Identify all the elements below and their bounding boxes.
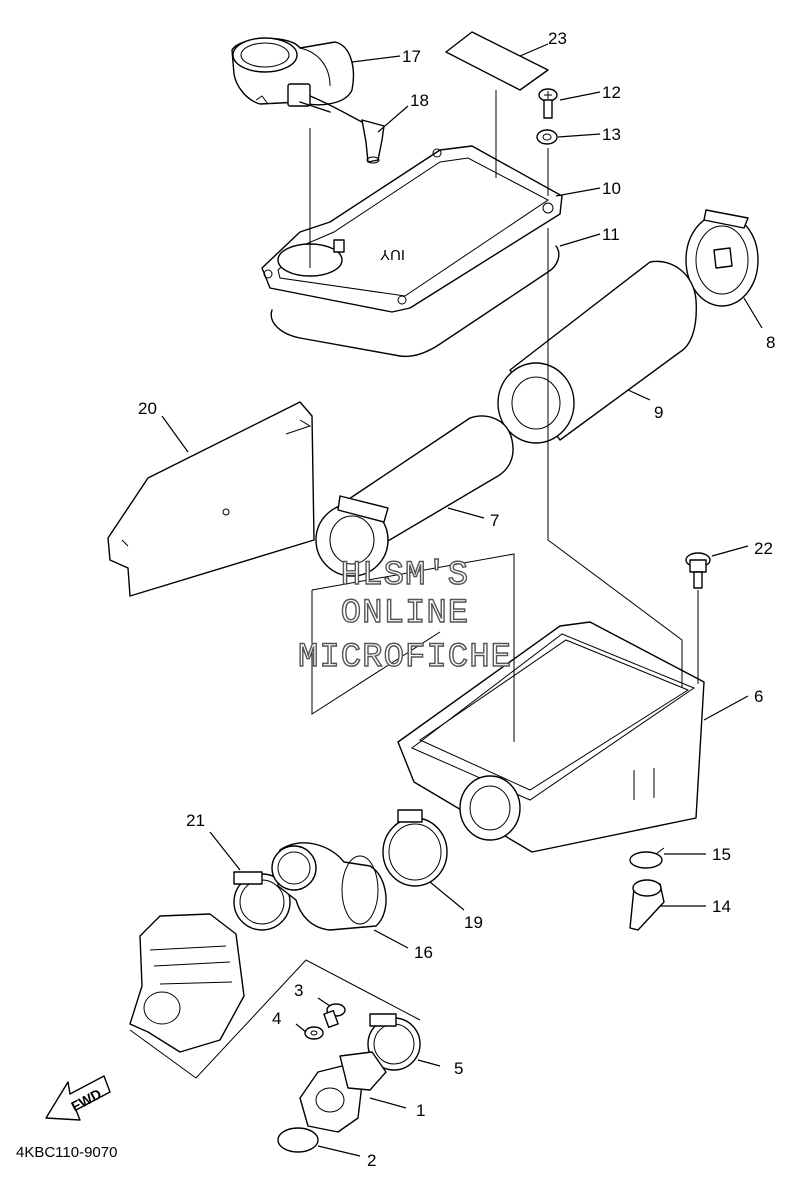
callout-19: 19 <box>464 913 483 932</box>
callout-15: 15 <box>712 845 731 864</box>
air-box-cover-10: IUY <box>261 145 563 313</box>
callout-1: 1 <box>416 1101 425 1120</box>
callout-14: 14 <box>712 897 731 916</box>
callout-16: 16 <box>414 943 433 962</box>
callout-5: 5 <box>454 1059 463 1078</box>
watermark-line-3: MICROFICHE <box>298 639 512 677</box>
callout-2: 2 <box>367 1151 376 1170</box>
callout-18: 18 <box>410 91 429 110</box>
screw-12 <box>538 88 558 119</box>
callout-8: 8 <box>766 333 775 352</box>
intake-duct-17 <box>231 37 355 113</box>
o-ring-2 <box>277 1127 319 1153</box>
bolt-22 <box>685 552 711 589</box>
engine-block <box>129 913 421 1079</box>
svg-text:IUY: IUY <box>380 246 405 263</box>
clamp-21 <box>233 871 291 931</box>
fwd-arrow-icon: FWD <box>45 1075 111 1121</box>
watermark: HLSM'S ONLINE MICROFICHE <box>297 556 512 677</box>
callouts: 1 2 3 4 5 6 7 8 9 10 11 12 13 14 15 16 1… <box>138 29 775 1170</box>
callout-21: 21 <box>186 811 205 830</box>
filter-cap-8 <box>685 209 759 307</box>
callout-11: 11 <box>602 225 620 244</box>
label-23 <box>445 31 549 91</box>
diagram-code: 4KBC110-9070 <box>16 1144 117 1161</box>
watermark-line-1: HLSM'S <box>341 557 469 595</box>
leader-lines <box>161 43 763 1157</box>
joint-tube-7 <box>315 415 514 577</box>
callout-12: 12 <box>602 83 621 102</box>
callout-23: 23 <box>548 29 567 48</box>
clamp-5 <box>367 1013 421 1071</box>
plate-20 <box>107 401 315 597</box>
gasket-11 <box>270 245 560 358</box>
callout-4: 4 <box>272 1009 281 1028</box>
callout-17: 17 <box>402 47 421 66</box>
callout-20: 20 <box>138 399 157 418</box>
callout-9: 9 <box>654 403 663 422</box>
breather-hose-18 <box>309 95 385 164</box>
callout-22: 22 <box>754 539 773 558</box>
drain-cap-14 <box>629 879 665 931</box>
callout-10: 10 <box>602 179 621 198</box>
callout-13: 13 <box>602 125 621 144</box>
clamp-19 <box>382 809 448 887</box>
joint-16 <box>271 842 387 931</box>
callout-3: 3 <box>294 981 303 1000</box>
clip-15 <box>629 847 665 869</box>
washer-13 <box>536 129 558 145</box>
callout-7: 7 <box>490 511 499 530</box>
air-filter-element-9 <box>497 260 697 444</box>
manifold-1 <box>299 1051 387 1133</box>
air-box-6 <box>397 621 705 853</box>
washer-4 <box>304 1026 324 1040</box>
watermark-line-2: ONLINE <box>341 595 469 633</box>
callout-6: 6 <box>754 687 763 706</box>
screw-3 <box>323 1003 346 1028</box>
assembly-reference-lines <box>309 90 699 742</box>
